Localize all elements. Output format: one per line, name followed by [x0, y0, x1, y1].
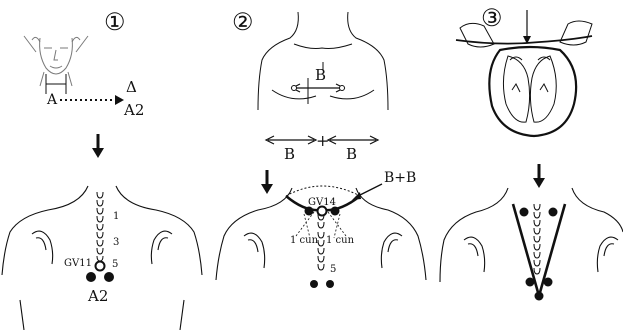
down-arrow-icon [523, 10, 531, 44]
shoulder-arc-dotted [286, 186, 360, 196]
face-sketch [24, 36, 88, 86]
panel-1-number: ① [104, 8, 126, 36]
cun-label-left: 1 cun [290, 235, 319, 246]
acupoint-dot [526, 278, 535, 287]
acupoint-dot [535, 292, 544, 301]
acupoint-dot [326, 280, 334, 288]
down-arrow-icon [92, 134, 104, 158]
panel-3-number: ③ [481, 4, 503, 32]
feet-loop-sketch [456, 21, 592, 136]
width-marker-A [46, 74, 66, 94]
label-A: A [46, 92, 58, 108]
vertebra-label-3: 3 [113, 237, 119, 248]
acupoint-dot [104, 272, 114, 282]
callout-B-plus-B: B+B [384, 170, 416, 186]
label-B-left: B [284, 145, 295, 163]
label-A2-top: A2 [123, 101, 144, 119]
acupoint-dot [305, 207, 314, 216]
point-label-GV11: GV11 [64, 258, 92, 269]
label-B-chest: B [315, 66, 326, 84]
spine-3 [534, 204, 540, 274]
acupoint-dot [544, 278, 553, 287]
acupoint-GV14 [318, 207, 327, 216]
label-B-right: B [346, 145, 357, 163]
panel-2: ② B B + B [216, 8, 426, 288]
cun-label-right: 1 cun [326, 235, 355, 246]
acupoint-dot [86, 272, 96, 282]
vertebra-label-1: 1 [113, 211, 119, 222]
vertebra-label-5: 5 [112, 259, 118, 270]
label-A2-bottom: A2 [87, 287, 108, 305]
spine-2 [318, 214, 324, 270]
down-arrow-icon [261, 170, 273, 194]
acupoint-dot [331, 207, 340, 216]
plus-sign: + [316, 131, 329, 150]
back-sketch-1 [2, 186, 202, 330]
panel-1: ① A Δ A2 [2, 8, 202, 330]
acupoint-dot [310, 280, 318, 288]
chest-sketch [258, 12, 388, 110]
v-shaped-loop-line [513, 204, 565, 296]
spine-1 [97, 192, 103, 261]
acupoint-dot [520, 208, 529, 217]
delta-symbol: Δ [126, 78, 137, 96]
vertebra-label-5: 5 [330, 264, 336, 275]
down-arrow-icon [533, 164, 545, 188]
acupoint-GV11 [96, 262, 105, 271]
acupoint-dot [549, 208, 558, 217]
panel-2-number: ② [232, 8, 254, 36]
arrowhead [115, 95, 124, 105]
panel-3: ③ [440, 4, 623, 301]
